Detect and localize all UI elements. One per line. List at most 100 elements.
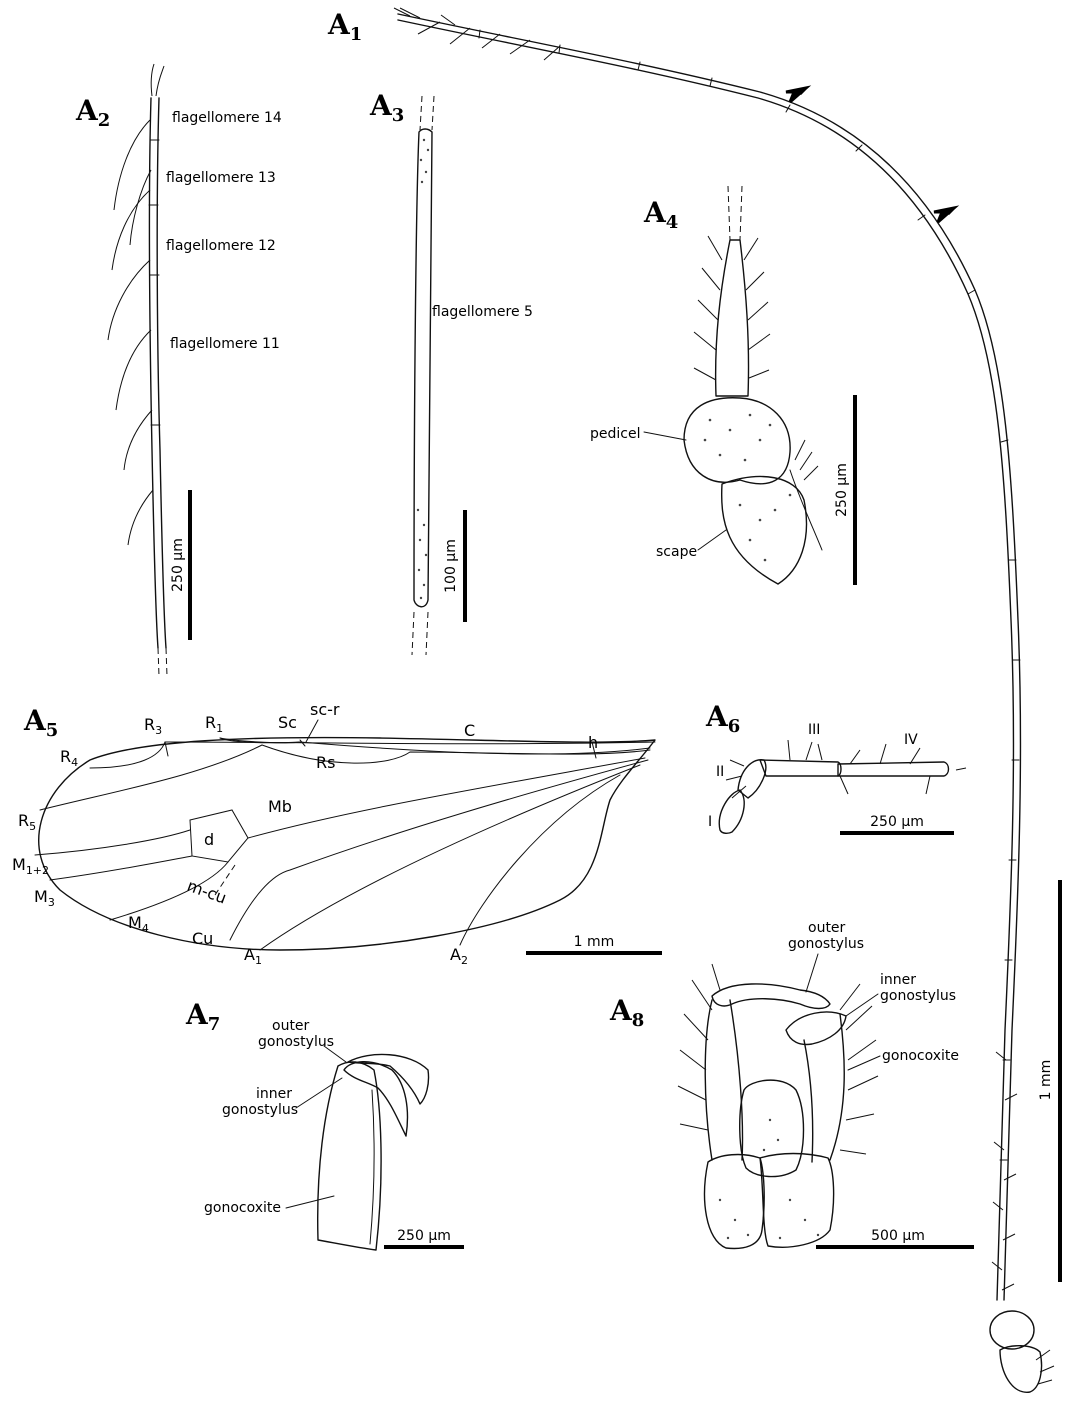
a8-setae [677, 963, 879, 1155]
a5-label-cu: Cu [192, 929, 213, 948]
a7-outer-label-2: gonostylus [258, 1034, 334, 1050]
a4-first-flagellomere [714, 239, 750, 397]
panel-a2-label: A2 [75, 94, 110, 131]
a8-gonocoxite-left [703, 1153, 765, 1250]
a3-cut-bottom [411, 611, 429, 656]
a5-label-rs: Rs [316, 753, 335, 772]
a4-scape-leader [697, 529, 727, 551]
a5-vein-r5 [39, 744, 263, 811]
panel-a2: A2 flagellomere 14 flagellomere 13 flage… [75, 63, 282, 677]
panel-a3-label: A3 [369, 89, 404, 126]
a7-inner-label-2: gonostylus [222, 1102, 298, 1118]
panel-a5: A5 R3 R1 Sc sc-r C h R4 Rs Mb R5 d M1 [12, 700, 662, 967]
a5-label-d: d [204, 830, 214, 849]
a4-scape-label: scape [656, 544, 697, 560]
a5-sc-r-leader [305, 719, 319, 743]
a3-stipple [416, 138, 430, 600]
panel-a1: A1 [327, 7, 1062, 1393]
a7-gonocoxite [317, 1061, 382, 1251]
a8-aedeagus [739, 1079, 805, 1178]
a4-scape-wall [789, 469, 823, 551]
a8-inner-gonostylus [785, 1011, 847, 1046]
panel-a1-label: A1 [327, 8, 362, 45]
panel-a6-label: A6 [705, 700, 740, 737]
a8-right-lobe [803, 1013, 845, 1163]
a4-pedicel-leader [643, 431, 687, 441]
a2-flagellum [148, 97, 159, 649]
a5-vein-m4 [109, 861, 229, 921]
a6-label-iv: IV [904, 732, 918, 748]
panel-a7-label: A7 [185, 998, 220, 1035]
a2-label-fl13: flagellomere 13 [166, 170, 276, 186]
a5-discal-cell [189, 809, 249, 863]
a2-setae [107, 63, 165, 546]
a5-vein-rs [261, 744, 651, 764]
a5-label-h: h [588, 733, 598, 752]
a2-joints [148, 139, 161, 426]
a5-label-a1: A1 [244, 945, 262, 967]
panel-a8-label: A8 [609, 994, 644, 1031]
a8-outer-label-1: outer [808, 920, 846, 936]
a5-label-r1: R1 [205, 713, 223, 735]
a4-pedicel-label: pedicel [590, 426, 640, 442]
a1-antenna-shaft [397, 13, 1022, 1301]
a2-label-fl11: flagellomere 11 [170, 336, 280, 352]
a5-vein-a1 [259, 764, 641, 951]
a7-inner-line [369, 1089, 375, 1245]
a2-label-fl12: flagellomere 12 [166, 238, 276, 254]
a4-setae [693, 235, 771, 381]
a3-scale-label: 100 µm [443, 539, 459, 593]
a8-scale-label: 500 µm [871, 1228, 925, 1244]
a5-vein-cu [229, 759, 649, 941]
panel-a4-label: A4 [643, 196, 678, 233]
a8-gonocoxite-label: gonocoxite [882, 1048, 959, 1064]
a7-inner-label-1: inner [256, 1086, 292, 1102]
panel-a7: A7 outer gonostylus inner gonostylus gon… [185, 998, 464, 1251]
a5-label-r4: R4 [60, 747, 78, 769]
a1-scape [999, 1345, 1043, 1393]
a8-left-lobe [704, 999, 744, 1161]
a6-segment-i [718, 789, 745, 835]
panel-a6: A6 I II III IV 250 µm [705, 700, 967, 835]
a7-outer-gonostylus [347, 1053, 430, 1105]
a5-label-m4: M4 [128, 913, 149, 935]
a3-segment [413, 128, 433, 608]
a1-basal-setae [991, 1051, 1018, 1291]
a8-inner-label-2: gonostylus [880, 988, 956, 1004]
a5-label-c: C [464, 721, 475, 740]
a6-setae [725, 739, 967, 799]
a5-label-r3: R3 [144, 715, 162, 737]
a5-vein-a2 [459, 774, 621, 946]
a1-pedicel [989, 1310, 1035, 1350]
a5-vein-r3 [164, 741, 169, 757]
a5-scale-label: 1 mm [574, 934, 615, 950]
a5-wing-outline [38, 736, 656, 951]
a2-scale-label: 250 µm [170, 538, 186, 592]
a1-arrow-2 [933, 205, 960, 224]
a5-humeral [591, 741, 597, 759]
a6-segment-iv [837, 761, 950, 777]
a6-label-ii: II [716, 764, 724, 780]
panel-a5-label: A5 [23, 704, 58, 741]
a7-outer-label-1: outer [272, 1018, 310, 1034]
a5-label-sc-r: sc-r [310, 700, 340, 719]
panel-a4: A4 pedicel scape 250 µm [590, 185, 857, 585]
a5-vein-m12 [34, 829, 191, 856]
panel-a3: A3 flagellomere 5 100 µm [369, 89, 533, 656]
a5-label-mb: Mb [268, 797, 292, 816]
a5-vein-r4 [89, 741, 166, 769]
a5-label-sc: Sc [278, 713, 297, 732]
a1-antenna-shaft-inner [397, 19, 1015, 1301]
a1-scale-label: 1 mm [1038, 1060, 1054, 1101]
a3-cut-top [419, 95, 435, 131]
a5-label-m-cu: m-cu [185, 876, 229, 908]
a4-scape [720, 475, 808, 585]
a5-m-cu [214, 864, 236, 896]
a5-label-a2: A2 [450, 945, 468, 967]
a8-outer-leader [805, 953, 819, 993]
a8-gonocoxite-right [759, 1152, 835, 1248]
a6-label-iii: III [808, 722, 820, 738]
a8-inner-label-1: inner [880, 972, 916, 988]
a5-sc-r [299, 739, 306, 747]
